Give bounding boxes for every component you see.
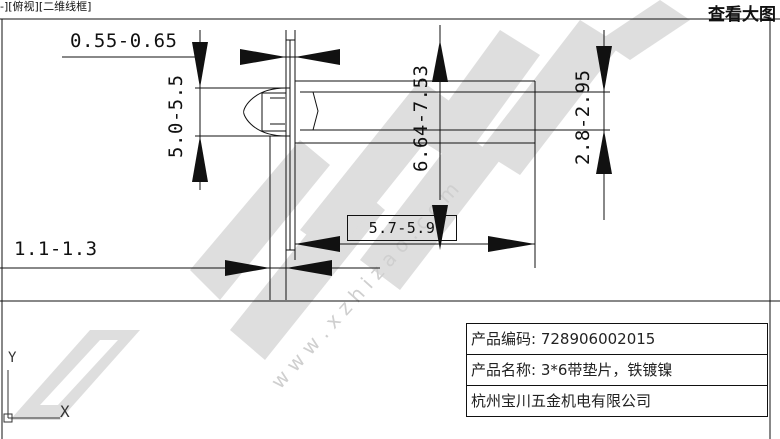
- ucs-icon: [3, 370, 60, 423]
- ucs-y-label: Y: [8, 350, 17, 366]
- dim-head-diameter: 5.0-5.5: [165, 74, 187, 158]
- product-code: 产品编码: 728906002015: [467, 324, 767, 355]
- dim-shank-diameter: 2.8-2.95: [572, 69, 594, 165]
- dim-shank-length: 5.7-5.9: [347, 215, 457, 241]
- dim-head-height: 1.1-1.3: [14, 238, 98, 260]
- product-name: 产品名称: 3*6带垫片，铁镀镍: [467, 355, 767, 386]
- info-table: 产品编码: 728906002015 产品名称: 3*6带垫片，铁镀镍 杭州宝川…: [466, 323, 768, 417]
- arrowheads: [192, 40, 612, 276]
- dim-washer-thickness: 0.55-0.65: [70, 30, 178, 52]
- ucs-x-label: X: [60, 402, 70, 421]
- dim-washer-diameter: 6.64-7.53: [410, 64, 432, 172]
- company-name: 杭州宝川五金机电有限公司: [471, 392, 652, 410]
- viewport-tabs[interactable]: -][俯视][二维线框]: [0, 0, 92, 13]
- view-large-button[interactable]: 查看大图: [708, 5, 776, 25]
